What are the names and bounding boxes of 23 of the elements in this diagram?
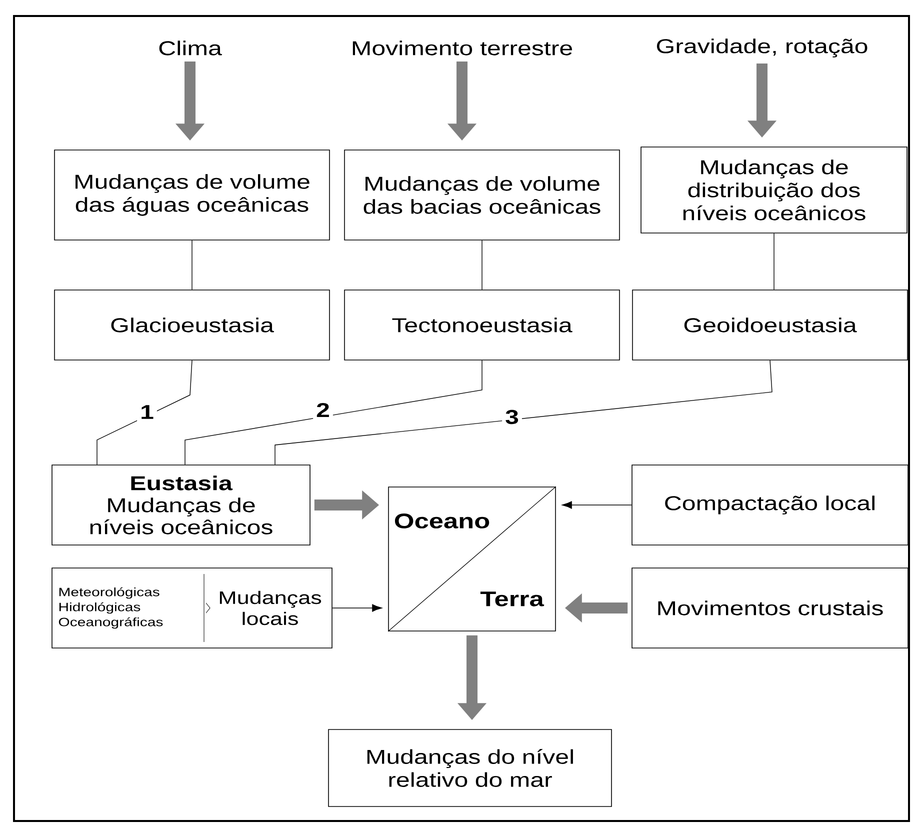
heading-text: Clima <box>159 40 222 56</box>
heading-text: Movimento terrestre <box>352 40 572 56</box>
process-box: Movimentos crustais <box>632 568 908 648</box>
process-box: Meteorológicas Hidrológicas Oceanográficas Mudanças locais <box>52 568 332 648</box>
arrow <box>332 604 382 612</box>
process-box: Compactação local <box>632 464 908 546</box>
process-box: Tectonoeustasia <box>344 290 620 360</box>
split-box: Oceano Terra <box>388 486 556 632</box>
edge-label: 2 <box>313 400 333 420</box>
process-box: Glacioeustasia <box>54 290 330 360</box>
process-box: Mudanças de volume das águas oceânicas <box>54 150 330 240</box>
process-box: Eustasia Mudanças de níveis oceânicos <box>52 464 310 546</box>
edge-label: 3 <box>502 406 522 428</box>
connector-line <box>274 360 772 465</box>
process-box: Mudanças de distribuição dos níveis oceânicos <box>640 146 908 234</box>
process-box: Geoidoeustasia <box>632 290 908 360</box>
edge-label: 1 <box>137 402 157 422</box>
connector-line <box>184 360 482 465</box>
arrow <box>562 501 632 509</box>
heading-text: Gravidade, rotação <box>656 38 868 58</box>
process-box: Mudanças de volume das bacias oceânicas <box>344 150 620 240</box>
process-box: Mudanças do nível relativo do mar <box>328 729 612 807</box>
connector-line <box>96 360 192 465</box>
